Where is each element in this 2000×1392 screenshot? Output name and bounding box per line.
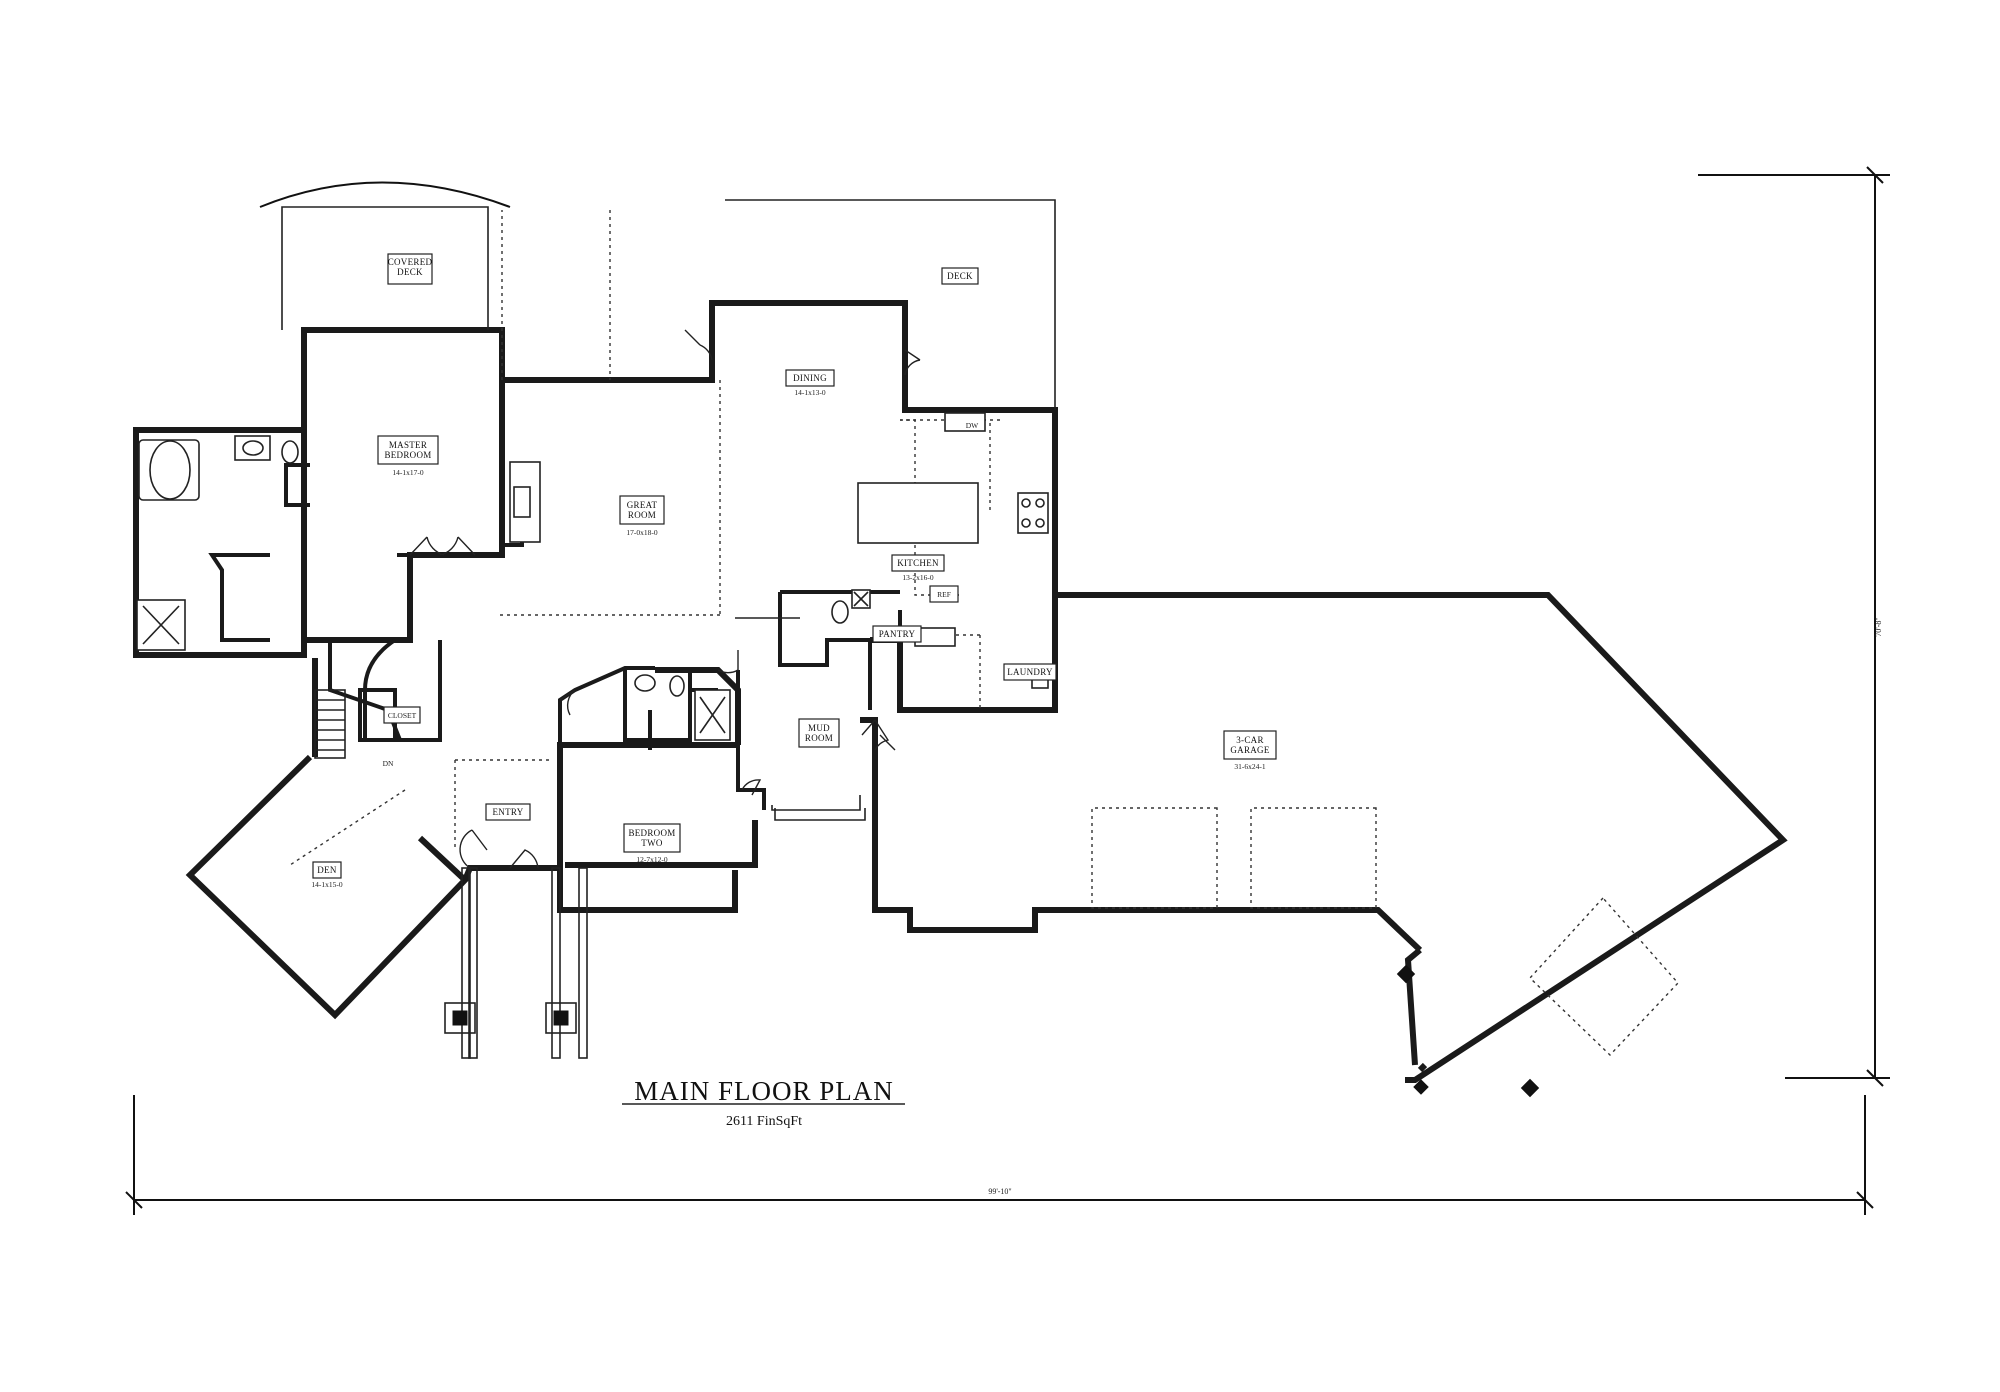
porch-posts: [444, 867, 1540, 1098]
stairs: [314, 638, 442, 759]
svg-text:13-2x16-0: 13-2x16-0: [902, 573, 933, 582]
svg-text:14-1x17-0: 14-1x17-0: [392, 468, 423, 477]
svg-text:LAUNDRY: LAUNDRY: [1007, 667, 1053, 677]
toilet-icon: [831, 600, 849, 624]
closet-label: CLOSET: [383, 706, 421, 724]
range: [1017, 492, 1049, 534]
tub-basin: [149, 440, 191, 500]
title-block: MAIN FLOOR PLAN 2611 FinSqFt: [622, 1076, 905, 1129]
svg-text:DEN: DEN: [317, 865, 337, 875]
dimension-lines: [125, 166, 1890, 1215]
svg-text:ENTRY: ENTRY: [492, 807, 523, 817]
svg-text:12-7x12-0: 12-7x12-0: [636, 855, 667, 864]
dining-label: DINING 14-1x13-0: [785, 369, 835, 397]
kitchen-island: [857, 482, 979, 544]
svg-text:17-0x18-0: 17-0x18-0: [626, 528, 657, 537]
dw-label: DW: [966, 421, 979, 430]
svg-text:PANTRY: PANTRY: [879, 629, 916, 639]
svg-text:31-6x24-1: 31-6x24-1: [1234, 762, 1265, 771]
kitchen-label: KITCHEN 13-2x16-0: [891, 554, 945, 582]
toilet-icon: [281, 440, 299, 464]
svg-text:DECK: DECK: [947, 271, 973, 281]
svg-text:CLOSET: CLOSET: [388, 711, 417, 720]
plan-title: MAIN FLOOR PLAN: [634, 1076, 894, 1106]
toilet-icon: [669, 675, 685, 697]
svg-text:REF: REF: [937, 590, 951, 599]
den-label: DEN 14-1x15-0: [311, 861, 343, 889]
overall-depth-text: 70'-8": [1874, 617, 1883, 636]
sink-icon: [634, 674, 656, 692]
laundry-label: LAUNDRY: [1003, 663, 1057, 681]
pantry-label: PANTRY: [872, 625, 922, 643]
svg-text:KITCHEN: KITCHEN: [897, 558, 939, 568]
svg-text:14-1x13-0: 14-1x13-0: [794, 388, 825, 397]
ref-label: REF: [929, 585, 959, 603]
reference-lines: [289, 210, 1000, 866]
deck-label: DECK: [941, 267, 979, 285]
svg-text:14-1x15-0: 14-1x15-0: [311, 880, 342, 889]
doors: [409, 329, 921, 869]
plan-subtitle: 2611 FinSqFt: [726, 1114, 802, 1129]
exterior-walls: [133, 181, 1788, 1083]
entry-label: ENTRY: [485, 803, 531, 821]
svg-text:DW: DW: [966, 421, 979, 430]
fixtures: [136, 412, 1049, 741]
interior-walls: [208, 380, 902, 810]
garage-doors: [1091, 807, 1679, 1056]
svg-text:DINING: DINING: [793, 373, 827, 383]
kitchen-sink: [944, 412, 986, 432]
dn-label: DN: [383, 759, 394, 768]
overall-width-text: 99'-10": [988, 1187, 1011, 1196]
dimension-text: 99'-10" 70'-8": [988, 617, 1883, 1196]
svg-text:DN: DN: [383, 759, 394, 768]
